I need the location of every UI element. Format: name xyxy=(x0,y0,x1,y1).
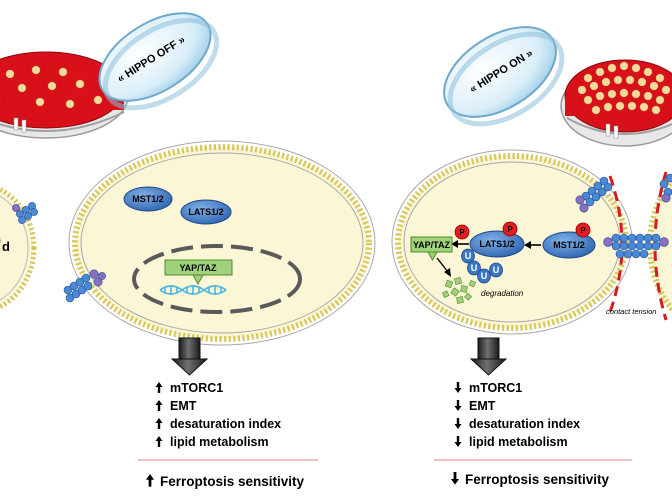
left-petri-lid: « HIPPO OFF » xyxy=(98,12,220,111)
right-petri-dish xyxy=(560,59,672,147)
right-dish-colonies xyxy=(577,61,671,115)
right-arrow-to-degradation xyxy=(436,257,451,277)
left-cell xyxy=(68,140,376,346)
down-arrow-icon xyxy=(450,472,460,485)
right-mst-protein: MST1/2 P xyxy=(542,222,596,259)
up-arrow-icon xyxy=(145,474,155,487)
svg-text:MST1/2: MST1/2 xyxy=(132,194,164,204)
ubiquitin-chain: U U U U xyxy=(461,248,503,284)
svg-text:U: U xyxy=(481,271,488,281)
right-arrow-lats-to-yap xyxy=(451,240,469,248)
right-sensitivity: Ferroptosis sensitivity xyxy=(450,472,610,487)
phospho-mst-icon xyxy=(575,222,591,238)
right-arrow-mst-to-lats xyxy=(524,241,541,249)
left-neighbor-cell: d xyxy=(0,186,38,310)
up-arrow-icon xyxy=(155,418,163,429)
down-arrow-icon xyxy=(454,382,462,393)
left-dish-colonies xyxy=(0,65,103,109)
right-yap-taz-box: YAP/TAZ P xyxy=(410,224,470,262)
right-lats-protein: LATS1/2 P xyxy=(469,221,525,258)
up-arrow-icon xyxy=(155,382,163,393)
right-junction-receptors xyxy=(603,233,669,259)
contact-tension-label: contact tension xyxy=(606,307,656,316)
left-outcome-3: lipid metabolism xyxy=(170,435,269,449)
left-sensitivity-label: Ferroptosis sensitivity xyxy=(160,474,305,489)
right-outcome-3: lipid metabolism xyxy=(469,435,568,449)
left-cell-receptor xyxy=(63,269,106,303)
down-arrow-icon xyxy=(454,400,462,411)
left-outcome-1: EMT xyxy=(170,399,197,413)
left-nucleus: YAP/TAZ xyxy=(132,244,302,314)
left-lats-protein: LATS1/2 xyxy=(180,199,232,225)
svg-text:U: U xyxy=(465,251,472,261)
up-arrow-icon xyxy=(155,400,163,411)
right-outcome-1: EMT xyxy=(469,399,496,413)
right-outcome-0: mTORC1 xyxy=(469,381,522,395)
left-sensitivity: Ferroptosis sensitivity xyxy=(145,474,305,489)
right-petri-lid: « HIPPO ON » xyxy=(443,26,565,127)
left-neighbor-fragment-text: d xyxy=(2,239,10,254)
right-down-arrow xyxy=(469,337,508,376)
down-arrow-icon xyxy=(454,436,462,447)
right-sensitivity-label: Ferroptosis sensitivity xyxy=(465,472,610,487)
left-petri-dish xyxy=(0,51,129,139)
phospho-yap-icon xyxy=(454,224,470,240)
svg-text:LATS1/2: LATS1/2 xyxy=(479,239,514,249)
svg-text:MST1/2: MST1/2 xyxy=(553,240,585,250)
svg-text:U: U xyxy=(471,263,478,273)
svg-text:P: P xyxy=(507,225,513,234)
svg-text:P: P xyxy=(580,226,586,235)
left-mst-protein: MST1/2 xyxy=(123,186,173,212)
dna-icon xyxy=(159,285,227,295)
left-yap-taz-box: YAP/TAZ xyxy=(164,259,233,286)
degradation-label: degradation xyxy=(481,289,524,298)
up-arrow-icon xyxy=(155,436,163,447)
svg-text:P: P xyxy=(459,228,465,237)
right-top-receptor xyxy=(575,176,613,213)
svg-text:YAP/TAZ: YAP/TAZ xyxy=(179,263,217,273)
left-outcome-0: mTORC1 xyxy=(170,381,223,395)
left-outcome-2: desaturation index xyxy=(170,417,281,431)
svg-text:U: U xyxy=(493,265,500,275)
right-far-receptor xyxy=(659,173,672,203)
left-neighbor-receptor xyxy=(12,202,38,224)
svg-text:YAP/TAZ: YAP/TAZ xyxy=(413,240,451,250)
down-arrow-icon xyxy=(454,418,462,429)
phospho-lats-icon xyxy=(502,221,518,237)
svg-text:LATS1/2: LATS1/2 xyxy=(188,207,223,217)
right-outcome-2: desaturation index xyxy=(469,417,580,431)
degradation-fragments-icon xyxy=(441,276,476,304)
left-down-arrow xyxy=(170,337,209,376)
